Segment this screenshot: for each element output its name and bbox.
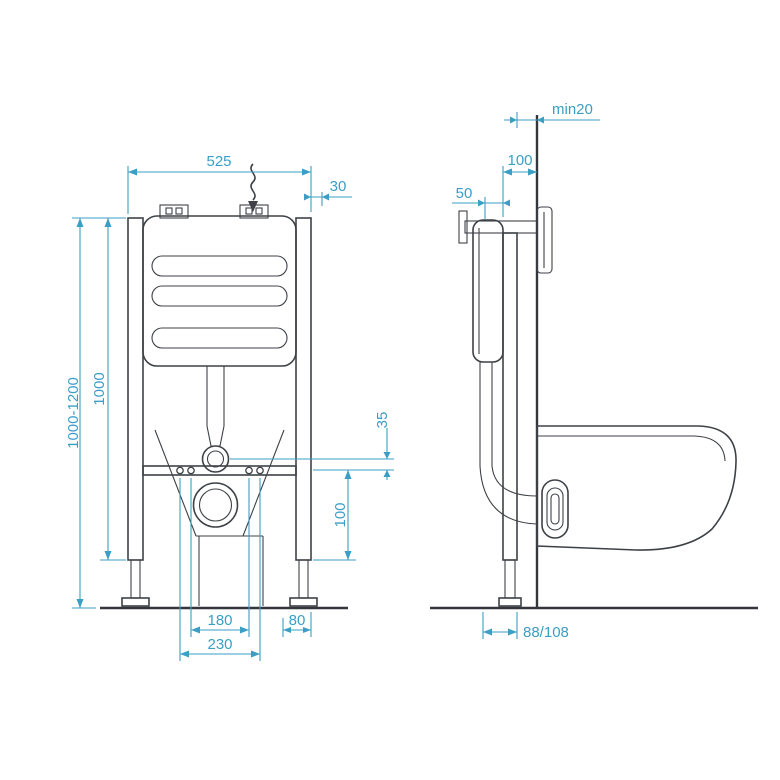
right-leg bbox=[298, 559, 309, 599]
bracket-flange bbox=[458, 210, 468, 244]
coupling-ring-inner bbox=[550, 493, 560, 525]
cistern-slot-2 bbox=[151, 285, 288, 307]
dim-top-bracket: 30 bbox=[330, 178, 347, 195]
dim-inner-bolts: 180 bbox=[207, 612, 232, 629]
dim-frame-width: 525 bbox=[206, 153, 231, 170]
water-supply-arrow bbox=[248, 163, 258, 212]
tab-hole bbox=[245, 207, 253, 215]
bolt-hole bbox=[245, 466, 253, 475]
side-view: min20 100 50 88/108 bbox=[430, 101, 758, 641]
cistern-side-body bbox=[472, 219, 504, 363]
dim-inlet-offset: 35 bbox=[374, 412, 391, 429]
dim-outer-bolts: 230 bbox=[207, 636, 232, 653]
bracket-diagonal-right bbox=[242, 429, 285, 537]
bolt-hole bbox=[256, 466, 264, 475]
drain-circle-inner bbox=[198, 488, 233, 522]
cistern-body bbox=[142, 215, 297, 367]
front-cistern bbox=[142, 204, 297, 367]
front-frame bbox=[121, 217, 318, 607]
dim-frame-height: 1000 bbox=[91, 372, 108, 405]
tab-hole bbox=[175, 207, 183, 215]
top-tab-left bbox=[159, 204, 189, 219]
dim-min-wall-clearance: min20 bbox=[552, 101, 593, 118]
down-arrow-icon bbox=[248, 201, 258, 212]
bolt-hole bbox=[176, 466, 184, 475]
dim-cistern-clearance: 50 bbox=[456, 185, 473, 202]
foot-side bbox=[498, 597, 522, 607]
squiggle-line bbox=[250, 163, 256, 201]
dim-drain-offset: 88/108 bbox=[523, 624, 569, 641]
cistern-slot-3 bbox=[151, 327, 288, 349]
front-flush-pipe bbox=[176, 366, 264, 528]
front-view: 525 30 1000-1200 1000 35 100 180 80 230 bbox=[65, 153, 394, 661]
bracket-diagonal-left bbox=[154, 429, 197, 537]
dim-bar-to-leg: 100 bbox=[332, 502, 349, 527]
rail-side bbox=[502, 232, 518, 561]
inlet-circle-outer bbox=[201, 445, 230, 473]
right-foot bbox=[289, 597, 318, 607]
coupling-ring-mid bbox=[546, 487, 564, 531]
dim-right-offset: 80 bbox=[289, 612, 306, 629]
bolt-hole bbox=[187, 466, 195, 475]
bowl-rim-line bbox=[537, 435, 726, 462]
elbow-inner bbox=[491, 465, 538, 497]
crossbar bbox=[142, 465, 297, 476]
tab-hole bbox=[255, 207, 263, 215]
right-rail bbox=[295, 217, 312, 561]
dim-overall-height: 1000-1200 bbox=[65, 377, 82, 449]
leg-side bbox=[504, 559, 516, 599]
pipe-funnel bbox=[206, 425, 225, 447]
left-rail bbox=[127, 217, 144, 561]
side-cistern bbox=[472, 219, 504, 363]
wall-plate bbox=[536, 206, 553, 274]
dim-frame-depth: 100 bbox=[507, 152, 532, 169]
drain-circle-outer bbox=[192, 482, 239, 528]
left-leg bbox=[130, 559, 141, 599]
side-frame bbox=[458, 206, 553, 607]
front-dimensions: 525 30 1000-1200 1000 35 100 180 80 230 bbox=[65, 153, 394, 661]
tab-hole bbox=[165, 207, 173, 215]
toilet-bowl bbox=[536, 425, 737, 551]
elbow-outer bbox=[479, 465, 538, 525]
inlet-circle-inner bbox=[206, 450, 225, 468]
side-dimensions: min20 100 50 88/108 bbox=[452, 101, 600, 641]
side-flush-pipe bbox=[479, 362, 569, 539]
coupling-ring-outer bbox=[541, 479, 569, 539]
left-foot bbox=[121, 597, 150, 607]
bowl-outline bbox=[536, 425, 737, 551]
cistern-slot-1 bbox=[151, 255, 288, 277]
